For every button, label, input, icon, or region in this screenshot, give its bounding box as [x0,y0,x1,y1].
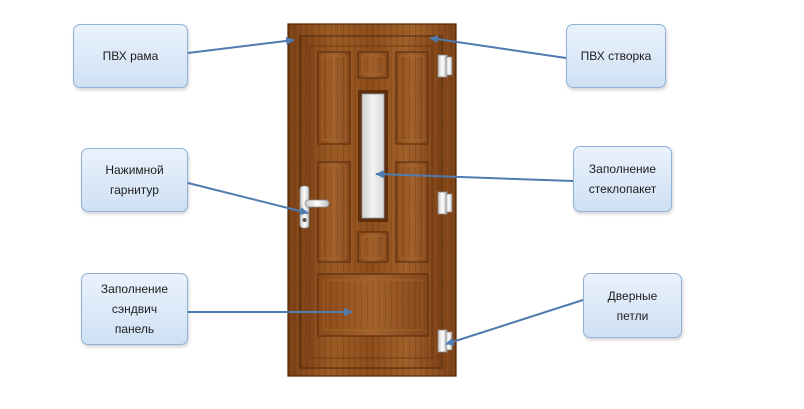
middle-panels [317,161,429,263]
callout-arrows [187,35,584,346]
label-door-hinges: Дверные петли [583,273,682,338]
upper-panels [317,51,429,145]
label-handle-set: Нажимной гарнитур [81,148,188,212]
hinge-top-icon [437,54,453,78]
handle-icon [299,185,330,229]
label-pvc-sash: ПВХ створка [566,24,666,88]
label-pvc-frame: ПВХ рама [73,24,188,88]
hinge-middle-icon [437,191,453,215]
label-glazing: Заполнение стеклопакет [573,146,672,212]
label-sandwich-panel: Заполнение сэндвич панель [81,273,188,345]
glass-unit [358,90,388,222]
hinge-bottom-icon [437,329,453,353]
sandwich-panel [317,273,429,337]
arrow-handle-set [187,182,309,215]
arrow-glazing [375,170,574,182]
arrow-pvc-frame [187,37,295,54]
arrow-pvc-sash [429,35,567,59]
arrow-door-hinges [445,299,584,346]
